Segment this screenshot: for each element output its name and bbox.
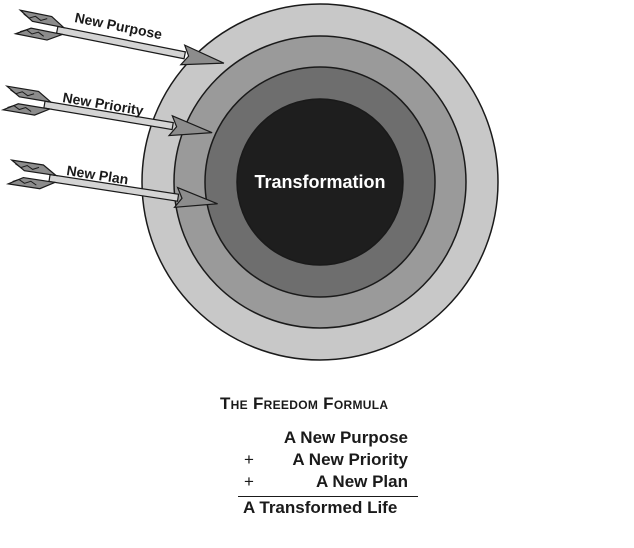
target-center-label: Transformation <box>254 172 385 192</box>
formula-term-priority: A New Priority <box>292 450 408 470</box>
formula-title: The Freedom Formula <box>220 394 440 414</box>
formula-line-plan: + A New Plan <box>210 472 440 494</box>
formula-line-purpose: A New Purpose <box>210 428 440 450</box>
formula-result: A Transformed Life <box>243 498 440 518</box>
freedom-formula: The Freedom Formula A New Purpose + A Ne… <box>210 394 440 518</box>
formula-sum-rule <box>238 496 418 497</box>
formula-term-purpose: A New Purpose <box>284 428 408 448</box>
formula-line-priority: + A New Priority <box>210 450 440 472</box>
formula-operator-plus: + <box>244 472 254 492</box>
formula-term-plan: A New Plan <box>316 472 408 492</box>
formula-operator-plus: + <box>244 450 254 470</box>
